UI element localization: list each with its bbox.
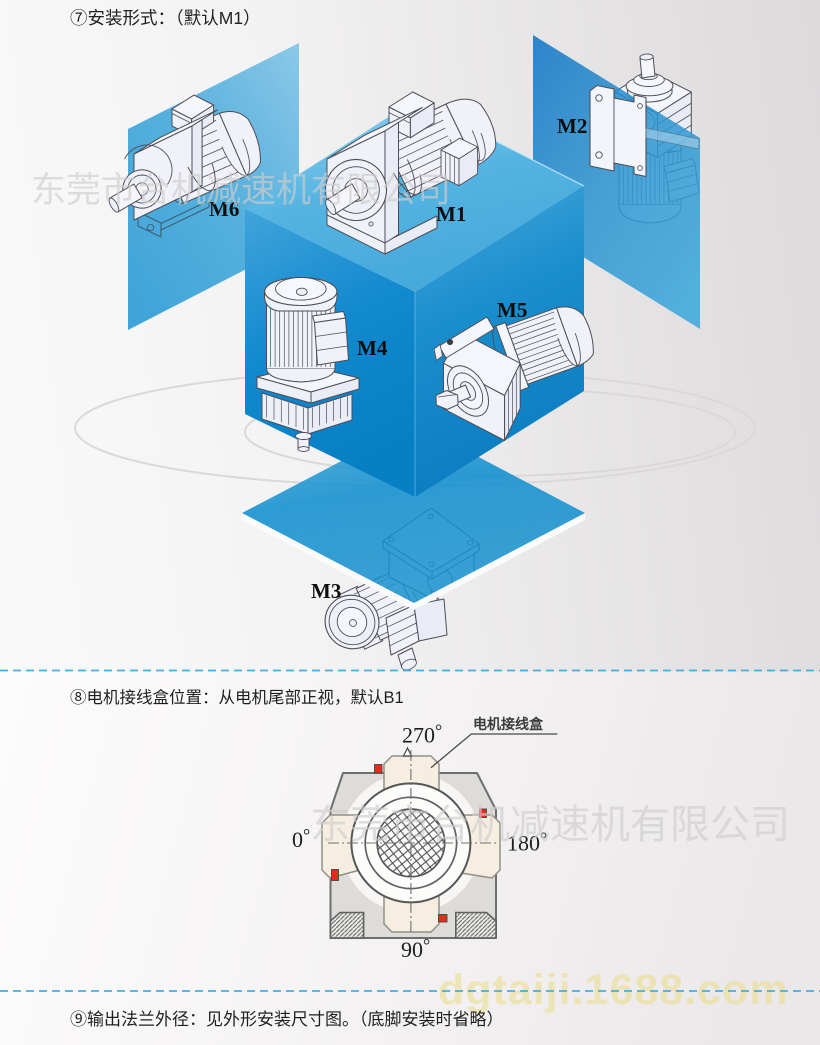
svg-text:M3: M3 bbox=[311, 579, 341, 603]
svg-text:⑧电机接线盒位置：从电机尾部正视，默认B1: ⑧电机接线盒位置：从电机尾部正视，默认B1 bbox=[70, 688, 404, 707]
svg-text:M1: M1 bbox=[436, 202, 466, 226]
svg-text:电机接线盒: 电机接线盒 bbox=[473, 716, 544, 732]
svg-text:M2: M2 bbox=[557, 114, 587, 138]
svg-text:东莞市台机减速机有限公司: 东莞市台机减速机有限公司 bbox=[310, 803, 790, 847]
svg-text:⑨输出法兰外径：见外形安装尺寸图。（底脚安装时省略）: ⑨输出法兰外径：见外形安装尺寸图。（底脚安装时省略） bbox=[70, 1010, 504, 1029]
svg-text:M4: M4 bbox=[357, 336, 388, 360]
svg-text:dgtaiji.1688.com: dgtaiji.1688.com bbox=[438, 966, 789, 1014]
svg-text:M5: M5 bbox=[497, 298, 527, 322]
svg-text:⑦安装形式：（默认M1）: ⑦安装形式：（默认M1） bbox=[70, 8, 261, 28]
svg-text:M6: M6 bbox=[209, 197, 239, 221]
svg-text:东莞市台机减速机有限公司: 东莞市台机减速机有限公司 bbox=[31, 171, 451, 210]
